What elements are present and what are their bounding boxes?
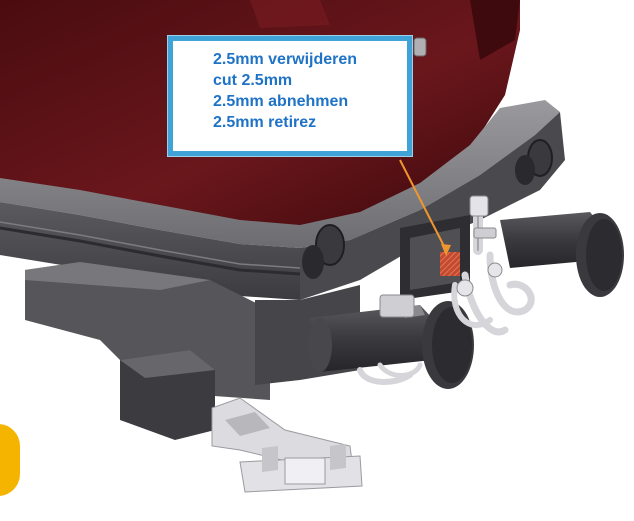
callout-line-english: cut 2.5mm <box>213 72 293 89</box>
coupler-pocket <box>400 215 470 300</box>
hose-fittings <box>379 195 503 318</box>
right-buffer <box>500 212 624 297</box>
left-buffer <box>308 301 474 389</box>
instruction-callout: 2.5mm verwijderen cut 2.5mm 2.5mm abnehm… <box>168 36 412 156</box>
callout-line-french: 2.5mm retirez <box>213 114 317 131</box>
coupling-hook <box>211 397 363 493</box>
leader-arrow <box>399 159 451 256</box>
callout-line-dutch: 2.5mm verwijderen <box>213 51 358 68</box>
cut-mark <box>440 252 460 276</box>
underframe <box>25 262 360 440</box>
buffer-beam <box>0 37 565 300</box>
callout-line-german: 2.5mm abnehmen <box>213 93 349 110</box>
step-badge-shape <box>0 424 20 496</box>
